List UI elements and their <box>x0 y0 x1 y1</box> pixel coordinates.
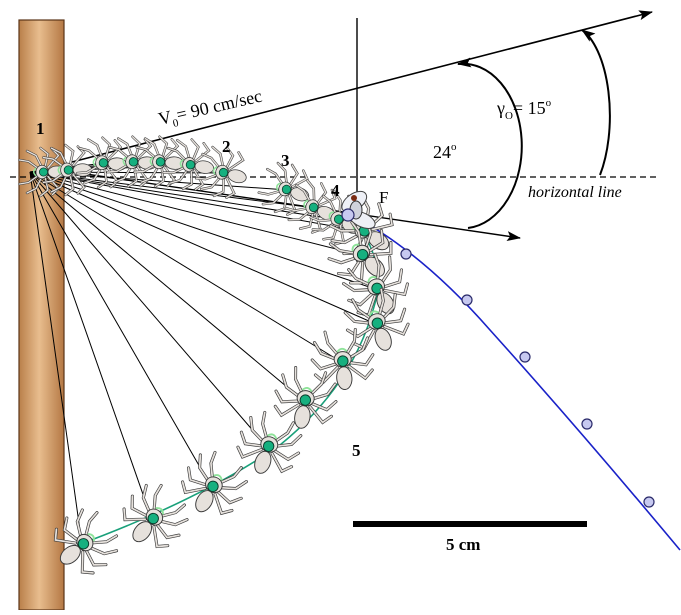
spider-icon <box>310 327 375 390</box>
position-label-2: 2 <box>222 137 231 156</box>
spider-icon <box>342 252 409 318</box>
wooden-post <box>18 19 65 611</box>
fly-position-marker <box>643 496 655 508</box>
spider-icon <box>106 135 158 188</box>
scale-bar-label: 5 cm <box>446 535 480 554</box>
angle-24-label: 24o <box>433 141 457 162</box>
tether-line <box>29 171 306 403</box>
spider-trajectory <box>77 217 379 546</box>
fly-icon <box>341 190 376 229</box>
tether-line <box>29 171 213 489</box>
position-label-1: 1 <box>36 119 45 138</box>
gamma-label: γO= 15o <box>496 97 552 122</box>
fly-position-marker <box>581 418 593 430</box>
angle-arc-15 <box>581 29 611 176</box>
tether-line <box>29 171 83 546</box>
spider-icon <box>162 138 214 191</box>
tether-line <box>29 171 269 449</box>
tether-line <box>29 171 153 521</box>
tether-line <box>29 171 365 257</box>
spider-sequence <box>18 135 410 575</box>
spider-icon <box>194 145 247 199</box>
spider-icon <box>122 483 189 549</box>
fly-position-marker <box>519 351 531 363</box>
position-label-4: 4 <box>331 181 340 200</box>
spider-icon <box>236 410 303 474</box>
tether-line <box>29 171 379 326</box>
position-label-3: 3 <box>281 151 290 170</box>
fly-position-marker <box>461 294 473 306</box>
spider-icon <box>133 135 185 188</box>
tether-line <box>29 171 344 364</box>
spider-icon <box>53 508 119 575</box>
tether-line <box>29 171 341 221</box>
spider-icon <box>273 366 338 429</box>
velocity-arrow-lower <box>71 171 521 242</box>
fly-trajectory <box>347 212 681 551</box>
angle-arc-24 <box>457 57 523 229</box>
velocity-arrow-upper <box>71 10 653 163</box>
horizontal-line-label: horizontal line <box>528 184 622 201</box>
spider-icon <box>343 287 410 351</box>
fly-label: F <box>379 188 388 207</box>
position-label-5: 5 <box>352 441 361 460</box>
fly-position-marker <box>400 248 412 260</box>
spider-icon <box>181 450 248 516</box>
tether-line <box>29 171 379 291</box>
